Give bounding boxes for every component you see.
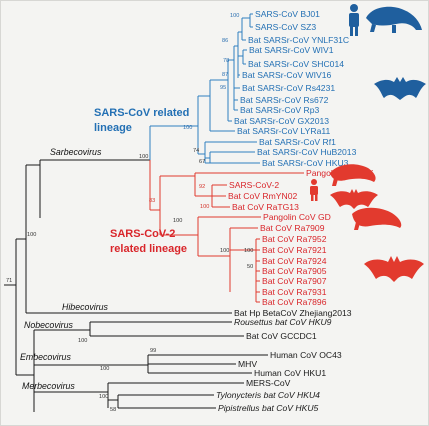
taxon-label: Human CoV HKU1 [254, 368, 326, 378]
taxon-label: Bat SARSr-CoV SHC014 [248, 59, 344, 69]
bootstrap-value: 100 [173, 218, 182, 224]
taxon-label: Bat SARSr-CoV GX2013 [234, 116, 329, 126]
bat-icon [330, 189, 378, 209]
bootstrap-value: 100 [78, 338, 87, 344]
taxon-label: Bat SARSr-CoV LYRa11 [237, 126, 331, 136]
taxon-label: MHV [238, 359, 257, 369]
taxon-label: Bat CoV GCCDC1 [246, 331, 317, 341]
genus-labels: Sarbecovirus Hibecovirus Nobecovirus Emb… [20, 147, 109, 391]
pangolin-icon [330, 164, 376, 186]
taxon-label: Pipistrellus bat CoV HKU5 [218, 403, 319, 413]
bootstrap-value: 100 [220, 248, 229, 254]
lineage-label-sars-cov2-line2: related lineage [110, 243, 187, 255]
taxon-label: Bat SARSr-CoV WIV1 [249, 45, 334, 55]
taxon-label: Bat CoV Ra7931 [262, 287, 327, 297]
taxon-label: Bat SARSr-CoV Rp3 [240, 105, 320, 115]
taxon-label: MERS-CoV [246, 378, 291, 388]
taxon-label: Bat SARSr-CoV Rs4231 [242, 83, 335, 93]
bootstrap-value: 95 [220, 85, 226, 91]
pangolin-icon [352, 207, 402, 230]
bootstrap-value: 74 [193, 148, 199, 154]
taxon-label: Bat CoV Ra7907 [262, 276, 327, 286]
bootstrap-value: 100 [183, 125, 192, 131]
bootstrap-value: 78 [223, 58, 229, 64]
bootstrap-value: 99 [150, 348, 156, 354]
person-icon [310, 179, 318, 201]
taxon-label: Bat SARSr-CoV HKU3 [262, 158, 349, 168]
taxon-label: Bat CoV Ra7905 [262, 266, 327, 276]
bootstrap-value: 100 [200, 204, 209, 210]
pangolin-icon [366, 6, 422, 33]
genus-label-nobecovirus: Nobecovirus [24, 320, 73, 330]
bootstrap-value: 100 [99, 394, 108, 400]
bootstrap-value: 87 [222, 72, 228, 78]
taxon-label: Bat SARSr-CoV WIV16 [242, 70, 332, 80]
bootstrap-value: 67 [199, 159, 205, 165]
bat-icon [374, 77, 426, 100]
taxon-label: Bat SARSr-CoV Rf1 [259, 137, 336, 147]
lineage-label-sars-cov2-line1: SARS-CoV-2 [110, 228, 175, 240]
taxon-label: SARS-CoV-2 [229, 180, 279, 190]
bootstrap-value: 71 [6, 278, 12, 284]
bat-icon [364, 256, 424, 282]
bootstrap-value: 100 [100, 366, 109, 372]
taxon-label: Rousettus bat CoV HKU9 [234, 317, 332, 327]
taxon-label: Bat SARSr-CoV YNLF31C [248, 35, 349, 45]
genus-label-sarbecovirus: Sarbecovirus [50, 147, 102, 157]
taxon-label: Bat Hp BetaCoV Zhejiang2013 [234, 308, 352, 318]
bootstrap-value: 83 [149, 198, 155, 204]
genus-label-embecovirus: Embecovirus [20, 352, 71, 362]
taxon-label: Bat CoV Ra7921 [262, 245, 327, 255]
taxon-label: Bat CoV Ra7909 [260, 223, 325, 233]
taxon-label: Bat CoV Ra7896 [262, 297, 327, 307]
taxon-label: Bat CoV Ra7952 [262, 234, 327, 244]
taxon-label: Bat CoV Ra7924 [262, 256, 327, 266]
bootstrap-value: 100 [27, 232, 36, 238]
taxon-label: Bat CoV RaTG13 [232, 202, 299, 212]
bootstrap-value: 100 [230, 13, 239, 19]
taxon-label: Bat SARSr-CoV Rs672 [240, 95, 329, 105]
taxon-label: SARS-CoV SZ3 [255, 22, 316, 32]
lineage-labels: SARS-CoV related lineage SARS-CoV-2 rela… [94, 107, 189, 255]
lineage-label-sars-cov-line1: SARS-CoV related [94, 107, 189, 119]
genus-label-hibecovirus: Hibecovirus [62, 302, 109, 312]
bootstrap-value: 86 [222, 38, 228, 44]
taxon-label: SARS-CoV BJ01 [255, 9, 320, 19]
taxon-label: Bat SARSr-CoV HuB2013 [257, 147, 357, 157]
taxon-labels: SARS-CoV BJ01 SARS-CoV SZ3 Bat SARSr-CoV… [216, 9, 374, 413]
taxon-label: Tylonycteris bat CoV HKU4 [216, 390, 320, 400]
lineage-label-sars-cov-line2: lineage [94, 122, 132, 134]
bootstrap-values: 100 86 78 87 95 100 74 67 100 92 100 83 … [6, 13, 253, 413]
bootstrap-value: 100 [139, 154, 148, 160]
genus-label-merbecovirus: Merbecovirus [22, 381, 75, 391]
bootstrap-value: 50 [247, 264, 253, 270]
bootstrap-value: 58 [110, 407, 116, 413]
tree-branches [4, 13, 304, 412]
taxon-label: Bat CoV RmYN02 [228, 191, 297, 201]
taxon-label: Pangolin CoV GD [263, 212, 331, 222]
person-icon [349, 4, 359, 36]
bootstrap-value: 100 [244, 248, 253, 254]
bootstrap-value: 92 [199, 184, 205, 190]
taxon-label: Human CoV OC43 [270, 350, 342, 360]
